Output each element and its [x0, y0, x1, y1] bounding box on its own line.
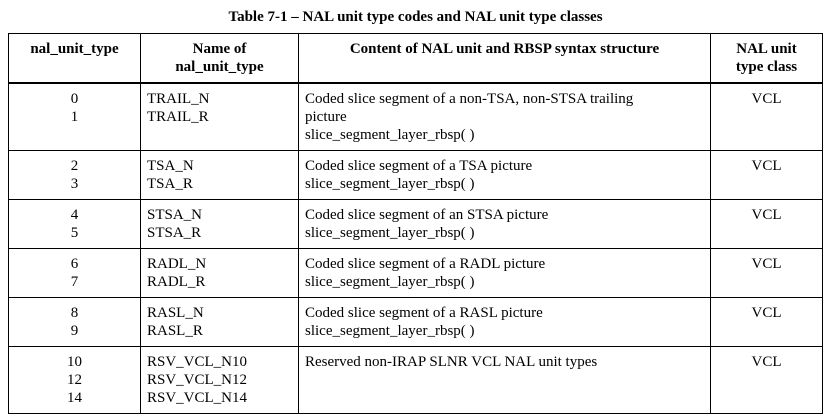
name-value: STSA_R — [147, 225, 202, 241]
header-name: Name of nal_unit_type — [140, 33, 299, 84]
name-value: RASL_N — [147, 305, 204, 321]
content-cell: Reserved non-IRAP SLNR VCL NAL unit type… — [298, 346, 711, 414]
table-row: 2 3 TSA_N TSA_R Coded slice segment of a… — [8, 150, 823, 200]
content-syntax: slice_segment_layer_rbsp( ) — [305, 323, 475, 339]
name-value: RSV_VCL_N12 — [147, 372, 248, 388]
type-cell: 6 7 — [8, 248, 141, 298]
type-cell: 2 3 — [8, 150, 141, 200]
class-cell: VCL — [710, 150, 823, 200]
type-value: 7 — [70, 274, 79, 290]
type-value: 6 — [70, 256, 79, 272]
header-nal-unit-type: nal_unit_type — [8, 33, 141, 84]
class-value: VCL — [751, 256, 782, 272]
class-cell: VCL — [710, 82, 823, 151]
class-value: VCL — [751, 207, 782, 223]
header-content-label: Content of NAL unit and RBSP syntax stru… — [349, 41, 660, 57]
name-value: RSV_VCL_N14 — [147, 390, 248, 406]
class-value: VCL — [751, 91, 782, 107]
header-type-class: NAL unit type class — [710, 33, 823, 84]
class-cell: VCL — [710, 297, 823, 347]
type-cell: 0 1 — [8, 82, 141, 151]
type-value: 1 — [70, 109, 79, 125]
table-row: 10 12 14 RSV_VCL_N10 RSV_VCL_N12 RSV_VCL… — [8, 346, 823, 414]
class-value: VCL — [751, 158, 782, 174]
name-cell: TSA_N TSA_R — [140, 150, 299, 200]
header-type-class-line2: type class — [735, 59, 798, 75]
header-content: Content of NAL unit and RBSP syntax stru… — [298, 33, 711, 84]
name-cell: TRAIL_N TRAIL_R — [140, 82, 299, 151]
content-description: Coded slice segment of a non-TSA, non-ST… — [305, 91, 634, 125]
name-value: TSA_N — [147, 158, 194, 174]
table-row: 0 1 TRAIL_N TRAIL_R Coded slice segment … — [8, 82, 823, 151]
type-value: 14 — [67, 390, 82, 406]
type-value: 0 — [70, 91, 79, 107]
type-value: 10 — [67, 354, 82, 370]
name-value: RASL_R — [147, 323, 203, 339]
content-description: Coded slice segment of a RADL picture — [305, 256, 546, 272]
nal-unit-type-table: nal_unit_type Name of nal_unit_type Cont… — [8, 33, 823, 414]
type-value: 9 — [70, 323, 79, 339]
name-value: RADL_R — [147, 274, 206, 290]
table-row: 4 5 STSA_N STSA_R Coded slice segment of… — [8, 199, 823, 249]
type-value: 4 — [70, 207, 79, 223]
type-cell: 8 9 — [8, 297, 141, 347]
content-description: Coded slice segment of a TSA picture — [305, 158, 533, 174]
content-syntax: slice_segment_layer_rbsp( ) — [305, 176, 475, 192]
content-cell: Coded slice segment of a RADL picture sl… — [298, 248, 711, 298]
name-value: STSA_N — [147, 207, 203, 223]
header-type-class-line1: NAL unit — [736, 41, 797, 57]
header-name-line2: nal_unit_type — [175, 59, 264, 75]
content-cell: Coded slice segment of a non-TSA, non-ST… — [298, 82, 711, 151]
content-syntax: slice_segment_layer_rbsp( ) — [305, 225, 475, 241]
type-value: 8 — [70, 305, 79, 321]
name-cell: RASL_N RASL_R — [140, 297, 299, 347]
name-value: RSV_VCL_N10 — [147, 354, 248, 370]
content-cell: Coded slice segment of an STSA picture s… — [298, 199, 711, 249]
type-cell: 10 12 14 — [8, 346, 141, 414]
content-cell: Coded slice segment of a TSA picture sli… — [298, 150, 711, 200]
content-syntax: slice_segment_layer_rbsp( ) — [305, 274, 475, 290]
content-syntax: slice_segment_layer_rbsp( ) — [305, 127, 475, 143]
name-cell: RADL_N RADL_R — [140, 248, 299, 298]
table-row: 6 7 RADL_N RADL_R Coded slice segment of… — [8, 248, 823, 298]
header-row: nal_unit_type Name of nal_unit_type Cont… — [8, 33, 823, 84]
table-caption: Table 7-1 – NAL unit type codes and NAL … — [228, 9, 603, 25]
name-cell: RSV_VCL_N10 RSV_VCL_N12 RSV_VCL_N14 — [140, 346, 299, 414]
type-value: 12 — [67, 372, 82, 388]
type-cell: 4 5 — [8, 199, 141, 249]
name-value: TRAIL_R — [147, 109, 209, 125]
type-value: 3 — [70, 176, 79, 192]
type-value: 2 — [70, 158, 79, 174]
class-value: VCL — [751, 305, 782, 321]
class-value: VCL — [751, 354, 782, 370]
name-value: TSA_R — [147, 176, 193, 192]
name-value: RADL_N — [147, 256, 207, 272]
content-description: Reserved non-IRAP SLNR VCL NAL unit type… — [305, 354, 598, 370]
table-row: 8 9 RASL_N RASL_R Coded slice segment of… — [8, 297, 823, 347]
content-description: Coded slice segment of an STSA picture — [305, 207, 549, 223]
class-cell: VCL — [710, 199, 823, 249]
name-value: TRAIL_N — [147, 91, 210, 107]
content-cell: Coded slice segment of a RASL picture sl… — [298, 297, 711, 347]
type-value: 5 — [70, 225, 79, 241]
name-cell: STSA_N STSA_R — [140, 199, 299, 249]
class-cell: VCL — [710, 248, 823, 298]
header-nal-unit-type-label: nal_unit_type — [30, 41, 119, 57]
content-description: Coded slice segment of a RASL picture — [305, 305, 543, 321]
header-name-line1: Name of — [192, 41, 247, 57]
class-cell: VCL — [710, 346, 823, 414]
